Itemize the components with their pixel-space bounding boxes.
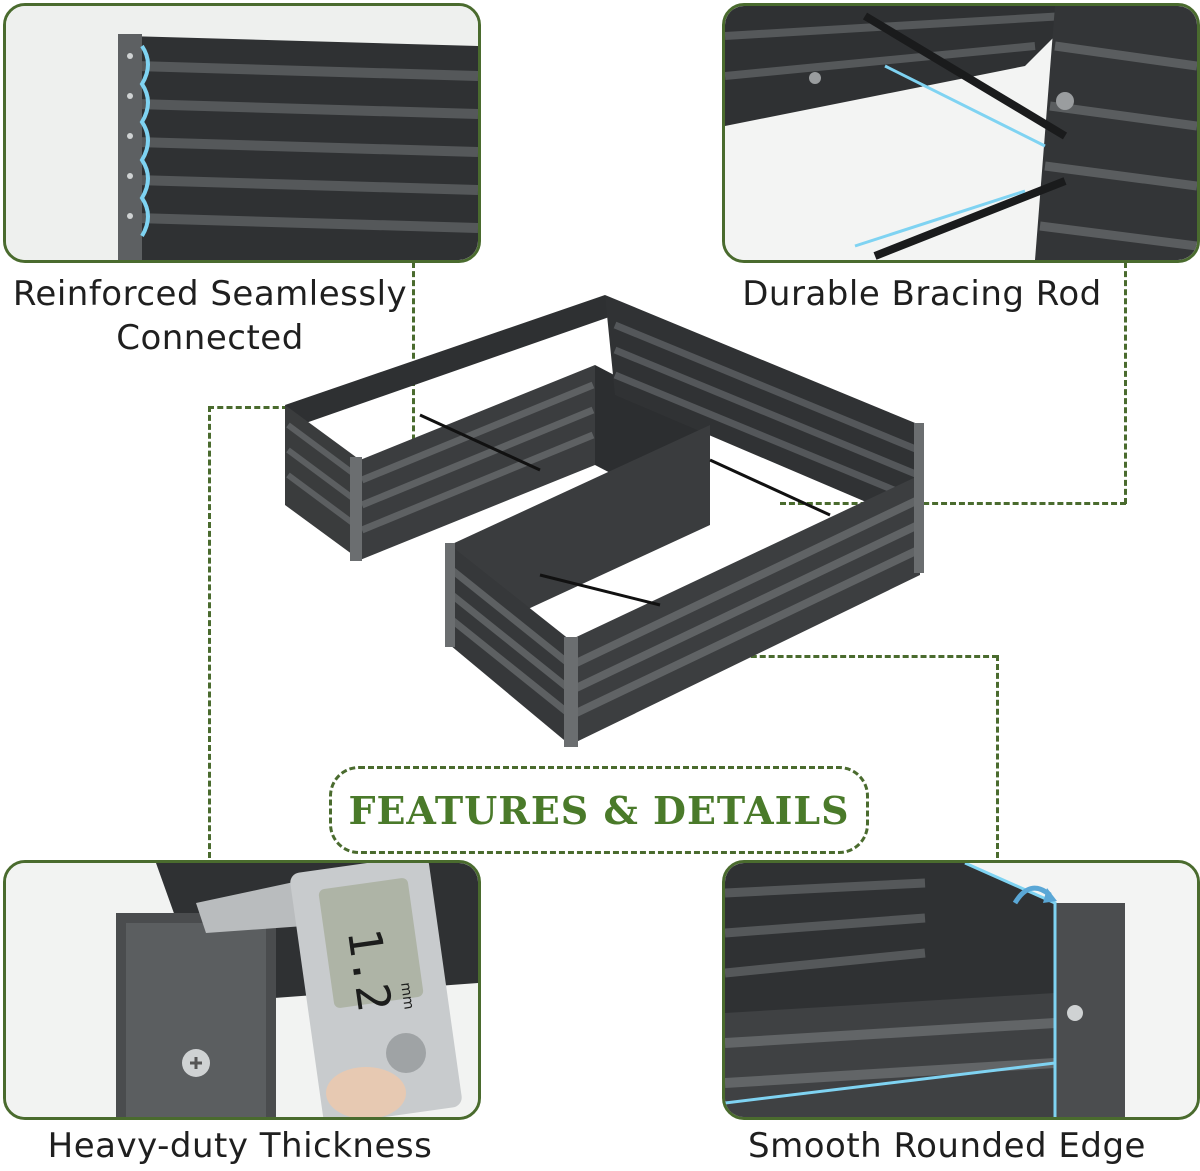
- panel-bracing-rod: [722, 3, 1200, 263]
- connector-bottom-left: [208, 406, 211, 858]
- caliper-unit: mm: [397, 981, 417, 1010]
- connector-top-right: [1124, 262, 1127, 504]
- connector-bottom-right-h: [590, 655, 998, 658]
- panel-heavy-duty: 1.2 mm: [3, 860, 481, 1120]
- caption-reinforced-line1: Reinforced Seamlessly: [12, 274, 408, 314]
- caption-rounded-edge: Smooth Rounded Edge: [748, 1126, 1146, 1166]
- caption-reinforced-line2: Connected: [116, 318, 304, 358]
- features-badge: FEATURES & DETAILS: [329, 766, 869, 854]
- caption-bracing-rod: Durable Bracing Rod: [742, 274, 1102, 314]
- bracing-rod-icon: [725, 6, 1197, 260]
- features-badge-label: FEATURES & DETAILS: [348, 787, 850, 833]
- garden-bed-illustration: [270, 285, 930, 765]
- corrugated-panel-icon: [6, 6, 478, 260]
- panel-reinforced-connection: [3, 3, 481, 263]
- connector-top-right-h: [780, 502, 1126, 505]
- caliper-reading: 1.2: [337, 925, 402, 1015]
- panel-rounded-edge: [722, 860, 1200, 1120]
- rounded-edge-icon: [725, 863, 1197, 1117]
- caption-heavy-duty: Heavy-duty Thickness: [47, 1126, 433, 1166]
- connector-bottom-right: [996, 655, 999, 858]
- caliper-icon: 1.2 mm: [6, 863, 478, 1117]
- caption-reinforced: Reinforced Seamlessly Connected: [0, 272, 420, 360]
- raised-garden-bed-icon: [285, 295, 924, 747]
- connector-bottom-left-h: [208, 406, 288, 409]
